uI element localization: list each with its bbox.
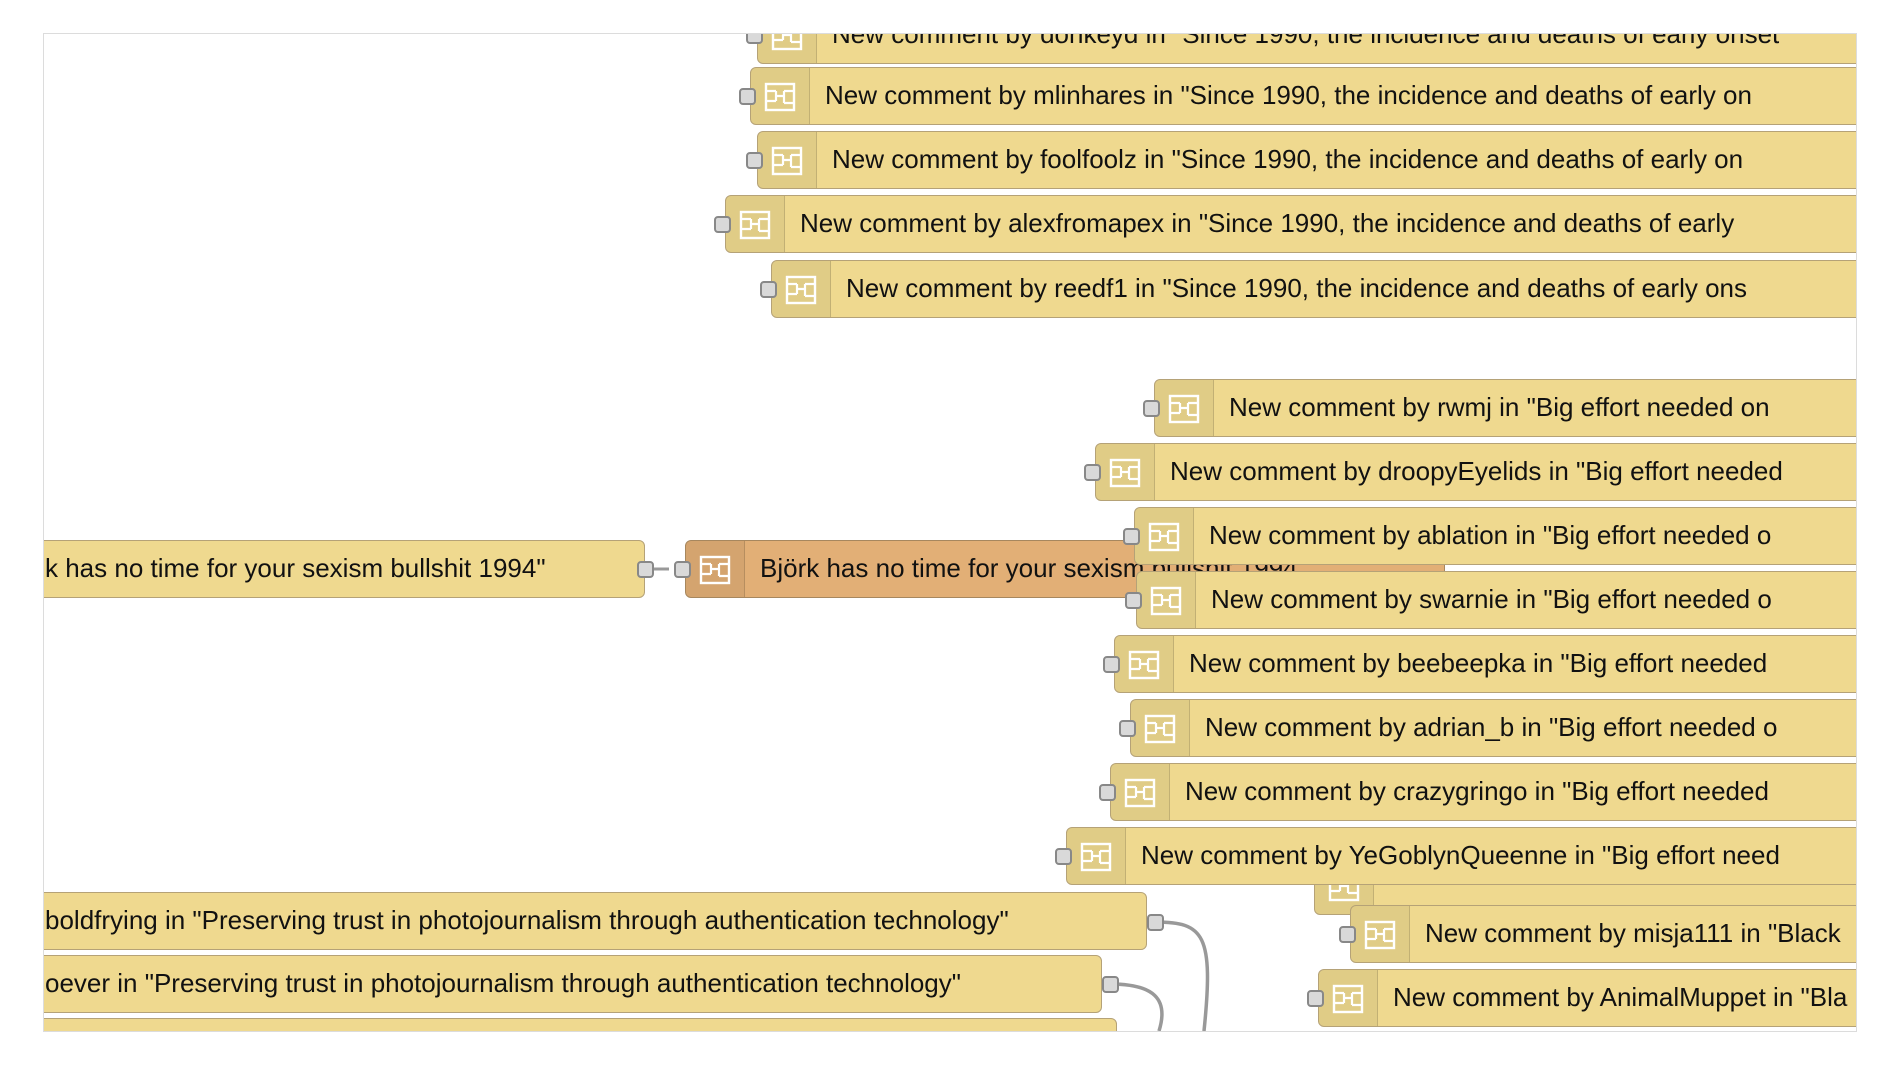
node-label: New comment by alexfromapex in "Since 19…	[800, 208, 1735, 238]
node-label: New comment by beebeepka in "Big effort …	[1189, 648, 1768, 678]
input-port[interactable]	[1103, 656, 1120, 673]
flow-canvas[interactable]: New comment by donkeyd in "Since 1990, t…	[43, 33, 1857, 1032]
input-port[interactable]	[760, 281, 777, 298]
function-node-icon	[1111, 764, 1170, 820]
function-node-icon	[1135, 508, 1194, 564]
input-port[interactable]	[746, 34, 763, 44]
function-node[interactable]: New comment by adrian_b in "Big effort n…	[1130, 699, 1856, 757]
function-node-icon	[758, 132, 817, 188]
node-label: oever in "Preserving trust in photojourn…	[45, 968, 961, 998]
function-node[interactable]	[44, 1018, 1117, 1031]
input-port[interactable]	[1143, 400, 1160, 417]
node-label: New comment by reedf1 in "Since 1990, th…	[846, 273, 1747, 303]
output-port[interactable]	[1102, 976, 1119, 993]
node-label: New comment by swarnie in "Big effort ne…	[1211, 584, 1772, 614]
output-port[interactable]	[637, 561, 654, 578]
function-node-icon	[726, 196, 785, 252]
function-node[interactable]: New comment by ablation in "Big effort n…	[1134, 507, 1856, 565]
node-label: New comment by ablation in "Big effort n…	[1209, 520, 1772, 550]
wire	[1109, 982, 1164, 1031]
function-node[interactable]: k has no time for your sexism bullshit 1…	[44, 540, 645, 598]
function-node[interactable]: New comment by mlinhares in "Since 1990,…	[750, 67, 1856, 125]
function-node[interactable]: New comment by alexfromapex in "Since 19…	[725, 195, 1856, 253]
node-label: New comment by mlinhares in "Since 1990,…	[825, 80, 1752, 110]
node-label: k has no time for your sexism bullshit 1…	[45, 553, 546, 583]
function-node-icon	[1131, 700, 1190, 756]
node-label: New comment by YeGoblynQueenne in "Big e…	[1141, 840, 1780, 870]
function-node-icon	[772, 261, 831, 317]
node-label: New comment by droopyEyelids in "Big eff…	[1170, 456, 1783, 486]
function-node-icon	[751, 68, 810, 124]
node-label: New comment by rwmj in "Big effort neede…	[1229, 392, 1770, 422]
node-label: New comment by foolfoolz in "Since 1990,…	[832, 144, 1744, 174]
node-label: New comment by adrian_b in "Big effort n…	[1205, 712, 1778, 742]
input-port[interactable]	[1123, 528, 1140, 545]
function-node[interactable]: New comment by misja111 in "Black	[1350, 905, 1856, 963]
input-port[interactable]	[1307, 990, 1324, 1007]
function-node[interactable]: New comment by YeGoblynQueenne in "Big e…	[1066, 827, 1856, 885]
input-port[interactable]	[1099, 784, 1116, 801]
input-port[interactable]	[674, 561, 691, 578]
node-label: New comment by AnimalMuppet in "Bla	[1393, 982, 1848, 1012]
node-label: New comment by misja111 in "Black	[1425, 918, 1841, 948]
input-port[interactable]	[746, 152, 763, 169]
input-port[interactable]	[1084, 464, 1101, 481]
function-node-icon	[1155, 380, 1214, 436]
function-node[interactable]: New comment by rwmj in "Big effort neede…	[1154, 379, 1856, 437]
function-node-icon	[1137, 572, 1196, 628]
input-port[interactable]	[1119, 720, 1136, 737]
function-node-icon	[1319, 970, 1378, 1026]
node-label: New comment by crazygringo in "Big effor…	[1185, 776, 1769, 806]
function-node-icon	[686, 541, 745, 597]
function-node[interactable]: New comment by AnimalMuppet in "Bla	[1318, 969, 1856, 1027]
function-node[interactable]: New comment by crazygringo in "Big effor…	[1110, 763, 1856, 821]
function-node[interactable]: New comment by reedf1 in "Since 1990, th…	[771, 260, 1856, 318]
function-node[interactable]: New comment by droopyEyelids in "Big eff…	[1095, 443, 1856, 501]
function-node[interactable]: New comment by foolfoolz in "Since 1990,…	[757, 131, 1856, 189]
input-port[interactable]	[1339, 926, 1356, 943]
input-port[interactable]	[739, 88, 756, 105]
input-port[interactable]	[1055, 848, 1072, 865]
node-label: New comment by donkeyd in "Since 1990, t…	[832, 33, 1780, 49]
function-node[interactable]: New comment by donkeyd in "Since 1990, t…	[757, 33, 1856, 64]
wire	[1154, 920, 1210, 1031]
function-node[interactable]: boldfrying in "Preserving trust in photo…	[44, 892, 1147, 950]
function-node-icon	[1067, 828, 1126, 884]
output-port[interactable]	[1147, 914, 1164, 931]
function-node-icon	[1115, 636, 1174, 692]
input-port[interactable]	[1125, 592, 1142, 609]
function-node-icon	[1351, 906, 1410, 962]
function-node[interactable]: New comment by swarnie in "Big effort ne…	[1136, 571, 1856, 629]
function-node-icon	[758, 34, 817, 63]
function-node[interactable]: New comment by beebeepka in "Big effort …	[1114, 635, 1856, 693]
function-node-icon	[1096, 444, 1155, 500]
node-label: boldfrying in "Preserving trust in photo…	[45, 905, 1009, 935]
input-port[interactable]	[714, 216, 731, 233]
function-node[interactable]: oever in "Preserving trust in photojourn…	[44, 955, 1102, 1013]
